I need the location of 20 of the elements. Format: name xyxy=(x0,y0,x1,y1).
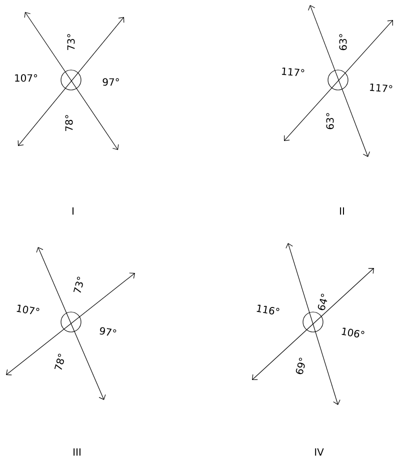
figure-number: II xyxy=(340,207,344,215)
angle-label: 117° xyxy=(370,84,392,92)
angle-label: 64° xyxy=(318,294,328,310)
angle-label: 69° xyxy=(296,358,305,374)
angle-label: 63° xyxy=(339,34,347,50)
figure-number: III xyxy=(74,448,80,456)
angle-label: 73° xyxy=(73,276,83,293)
angle-label: 116° xyxy=(256,304,280,314)
angle-label: 78° xyxy=(54,354,64,370)
angle-label: 73° xyxy=(67,34,75,50)
angle-label: 78° xyxy=(65,115,73,131)
angle-label: 107° xyxy=(15,74,38,82)
angle-label: 97° xyxy=(102,78,119,86)
figure-number: I xyxy=(72,207,74,215)
figure-number: IV xyxy=(315,448,324,456)
angle-label: 107° xyxy=(16,304,40,314)
angle-label: 117° xyxy=(282,68,304,76)
angle-label: 63° xyxy=(326,113,334,130)
angle-label: 106° xyxy=(342,328,364,338)
angle-label: 97° xyxy=(100,327,116,336)
